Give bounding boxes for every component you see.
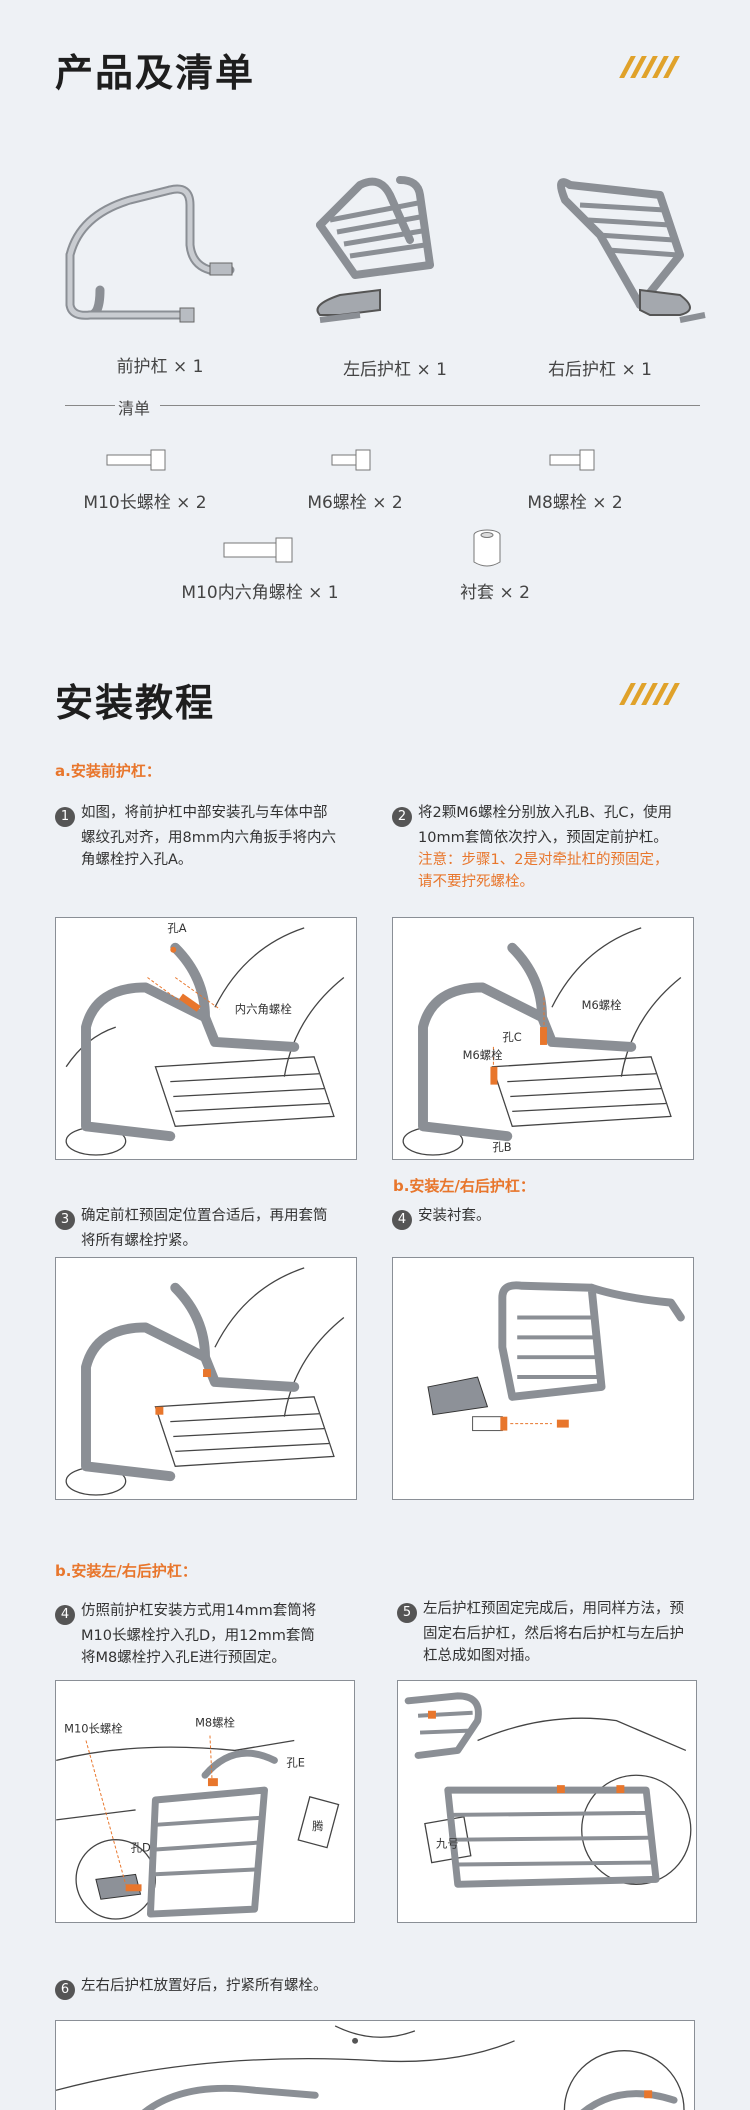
bushing-label: 衬套 × 2 — [460, 583, 530, 603]
m10-long-bolt-label: M10长螺栓 × 2 — [83, 493, 207, 513]
title-decoration-slashes — [619, 56, 680, 78]
step-2-number: 2 — [392, 807, 412, 827]
callout-hole-d: 孔D — [131, 1841, 151, 1855]
callout-hole-b: 孔B — [492, 1140, 511, 1154]
install-section-title: 安装教程 — [55, 681, 216, 725]
step-3-number: 3 — [55, 1210, 75, 1230]
step-2-warning-line-2: 请不要拧死螺栓。 — [418, 874, 534, 890]
sub-heading-rear-bumper-1: b.安装左/右后护杠： — [393, 1177, 535, 1195]
callout-m6-bolt-left: M6螺栓 — [463, 1048, 503, 1062]
right-rear-bumper-label: 右后护杠 × 1 — [548, 360, 652, 380]
list-label: 清单 — [118, 399, 151, 418]
callout-hole-a: 孔A — [167, 921, 186, 935]
product-section-title: 产品及清单 — [55, 51, 256, 95]
left-rear-bumper-label: 左后护杠 × 1 — [343, 360, 447, 380]
step-4a-figure — [392, 1257, 694, 1500]
list-divider-right — [160, 405, 700, 406]
callout-hole-c: 孔C — [502, 1030, 521, 1044]
step-1-number: 1 — [55, 807, 75, 827]
step-2-warning-line-1: 注意：步骤1、2是对牵扯杠的预固定， — [418, 852, 669, 868]
sub-heading-front-bumper: a.安装前护杠： — [55, 762, 161, 780]
step-5-figure: 九号 — [397, 1680, 697, 1923]
right-rear-bumper-illustration — [557, 178, 706, 323]
m10-long-bolt-icon — [106, 449, 166, 471]
step-1-figure: 孔A 内六角螺栓 — [55, 917, 357, 1160]
m10-hex-bolt-icon — [223, 537, 293, 563]
callout-m8-bolt: M8螺栓 — [195, 1716, 235, 1730]
step-6-number: 6 — [55, 1980, 75, 2000]
list-divider-left — [65, 405, 115, 406]
install-title-decoration-slashes — [619, 683, 680, 705]
m6-bolt-label: M6螺栓 × 2 — [307, 493, 403, 513]
m6-bolt-icon — [331, 449, 371, 471]
license-plate-text-left: 腾 — [312, 1819, 324, 1833]
front-bumper-illustration — [65, 184, 235, 323]
sub-heading-rear-bumper-2: b.安装左/右后护杠： — [55, 1562, 197, 1580]
step-4b-number: 4 — [55, 1605, 75, 1625]
step-3-figure — [55, 1257, 357, 1500]
m8-bolt-label: M8螺栓 × 2 — [527, 493, 623, 513]
callout-hole-e: 孔E — [286, 1755, 305, 1769]
step-2-figure: M6螺栓 孔C M6螺栓 孔B — [392, 917, 694, 1160]
bushing-icon — [473, 529, 501, 567]
m8-bolt-icon — [549, 449, 595, 471]
callout-hex-bolt: 内六角螺栓 — [235, 1002, 293, 1016]
callout-m10-long-bolt: M10长螺栓 — [64, 1722, 123, 1736]
callout-m6-bolt-top: M6螺栓 — [582, 998, 622, 1012]
step-4b-figure: M10长螺栓 M8螺栓 孔E 孔D 腾 — [55, 1680, 355, 1923]
step-5-number: 5 — [397, 1603, 417, 1623]
left-rear-bumper-illustration — [316, 176, 434, 323]
license-plate-text-right: 九号 — [436, 1837, 459, 1851]
step-4a-number: 4 — [392, 1210, 412, 1230]
m10-hex-bolt-label: M10内六角螺栓 × 1 — [181, 583, 339, 603]
step-6-figure — [55, 2020, 695, 2110]
front-bumper-label: 前护杠 × 1 — [116, 357, 204, 377]
